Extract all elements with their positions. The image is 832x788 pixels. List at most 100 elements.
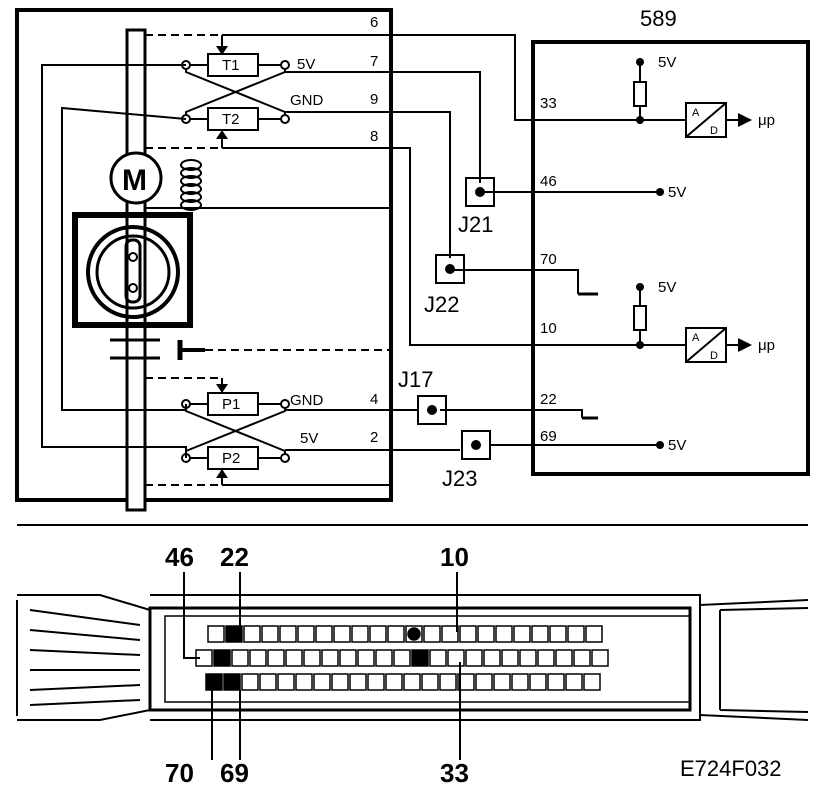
pin-4-label: 4 [370, 391, 378, 408]
connector-pin [249, 649, 267, 667]
microprocessor-label-1: μp [758, 112, 775, 129]
junction-j17-label: J17 [398, 367, 433, 392]
throttle-shaft [125, 28, 147, 512]
connector-pin [367, 673, 385, 691]
connector-pin [385, 673, 403, 691]
throttle-valve-housing [72, 212, 193, 328]
connector-pin [225, 625, 243, 643]
figure-code: E724F032 [680, 756, 782, 781]
connector-pin [519, 649, 537, 667]
connector-pin [477, 625, 495, 643]
sensor-p1-label: P1 [222, 396, 240, 413]
junction-j21-label: J21 [458, 212, 493, 237]
connector-pin [585, 625, 603, 643]
ecu-id-label: 589 [640, 6, 677, 31]
connector-callout-33: 33 [440, 758, 469, 788]
ecu-5v-label-3: 5V [658, 279, 676, 296]
connector-pin [349, 673, 367, 691]
connector-pin [303, 649, 321, 667]
connector-pin [567, 625, 585, 643]
ad2-a-label: A [692, 332, 700, 344]
connector-pin [351, 625, 369, 643]
ecu-pin-10-label: 10 [540, 320, 557, 337]
connector-pin [529, 673, 547, 691]
connector-pin [267, 649, 285, 667]
ad2-d-label: D [710, 350, 718, 362]
connector-pin [483, 649, 501, 667]
sensor-t2-label: T2 [222, 111, 240, 128]
connector-pin [465, 649, 483, 667]
connector-pin [439, 673, 457, 691]
ecu-589-box [531, 40, 810, 476]
connector-pin [475, 673, 493, 691]
ecu-pin-22-label: 22 [540, 391, 557, 408]
connector-pin [421, 673, 439, 691]
connector-pin [333, 625, 351, 643]
junction-j23 [461, 430, 491, 460]
ecu-5v-label-4: 5V [668, 437, 686, 454]
connector-pin [403, 673, 421, 691]
connector-callout-69: 69 [220, 758, 249, 788]
connector-callout-70: 70 [165, 758, 194, 788]
callout-leaders [183, 572, 461, 760]
ad-converter-1 [685, 102, 727, 138]
connector-pin [447, 649, 465, 667]
connector-pin [313, 673, 331, 691]
connector-pin [231, 649, 249, 667]
motor-symbol [109, 151, 163, 205]
pin-7-label: 7 [370, 53, 378, 70]
pin-8-label: 8 [370, 128, 378, 145]
connector-pin [495, 625, 513, 643]
connector-pin-grid [195, 625, 609, 691]
connector-pin [493, 673, 511, 691]
connector-pin [565, 673, 583, 691]
ecu-pin-69-label: 69 [540, 428, 557, 445]
connector-callout-46: 46 [165, 542, 194, 572]
sensor-t1-label: T1 [222, 57, 240, 74]
t2-gnd-label: GND [290, 92, 324, 109]
connector-pin [241, 673, 259, 691]
motor-label: M [122, 164, 147, 197]
throttle-plate [124, 238, 142, 304]
connector-pin [591, 649, 609, 667]
connector-pin [411, 649, 429, 667]
connector-pin [331, 673, 349, 691]
connector-pin [513, 625, 531, 643]
connector-pin [573, 649, 591, 667]
ecu-pin-33-label: 33 [540, 95, 557, 112]
connector-pin [375, 649, 393, 667]
connector-pin [441, 625, 459, 643]
junction-j21 [465, 177, 495, 207]
ecu-pin-46-label: 46 [540, 173, 557, 190]
ecu-5v-label-1: 5V [658, 54, 676, 71]
connector-pin [297, 625, 315, 643]
connector-pin [261, 625, 279, 643]
t1-5v-label: 5V [297, 56, 315, 73]
pin-9-label: 9 [370, 91, 378, 108]
spring-icon [180, 159, 202, 211]
connector-pin [243, 625, 261, 643]
p1-gnd-label: GND [290, 392, 324, 409]
throttle-unit-box [15, 8, 393, 502]
connector-pin [423, 625, 441, 643]
connector-pin [259, 673, 277, 691]
connector-pin [339, 649, 357, 667]
ad1-a-label: A [692, 107, 700, 119]
connector-pin [583, 673, 601, 691]
connector-pin [207, 625, 225, 643]
connector-pin [547, 673, 565, 691]
connector-pin [387, 625, 405, 643]
connector-pin [277, 673, 295, 691]
connector-pin [531, 625, 549, 643]
connector-pin-marker [407, 627, 421, 641]
connector-pin [429, 649, 447, 667]
ad-converter-2 [685, 327, 727, 363]
connector-pin [315, 625, 333, 643]
connector-pin [457, 673, 475, 691]
connector-pin [213, 649, 231, 667]
ecu-5v-label-2: 5V [668, 184, 686, 201]
connector-pin [537, 649, 555, 667]
p2-5v-label: 5V [300, 430, 318, 447]
junction-j17 [417, 395, 447, 425]
